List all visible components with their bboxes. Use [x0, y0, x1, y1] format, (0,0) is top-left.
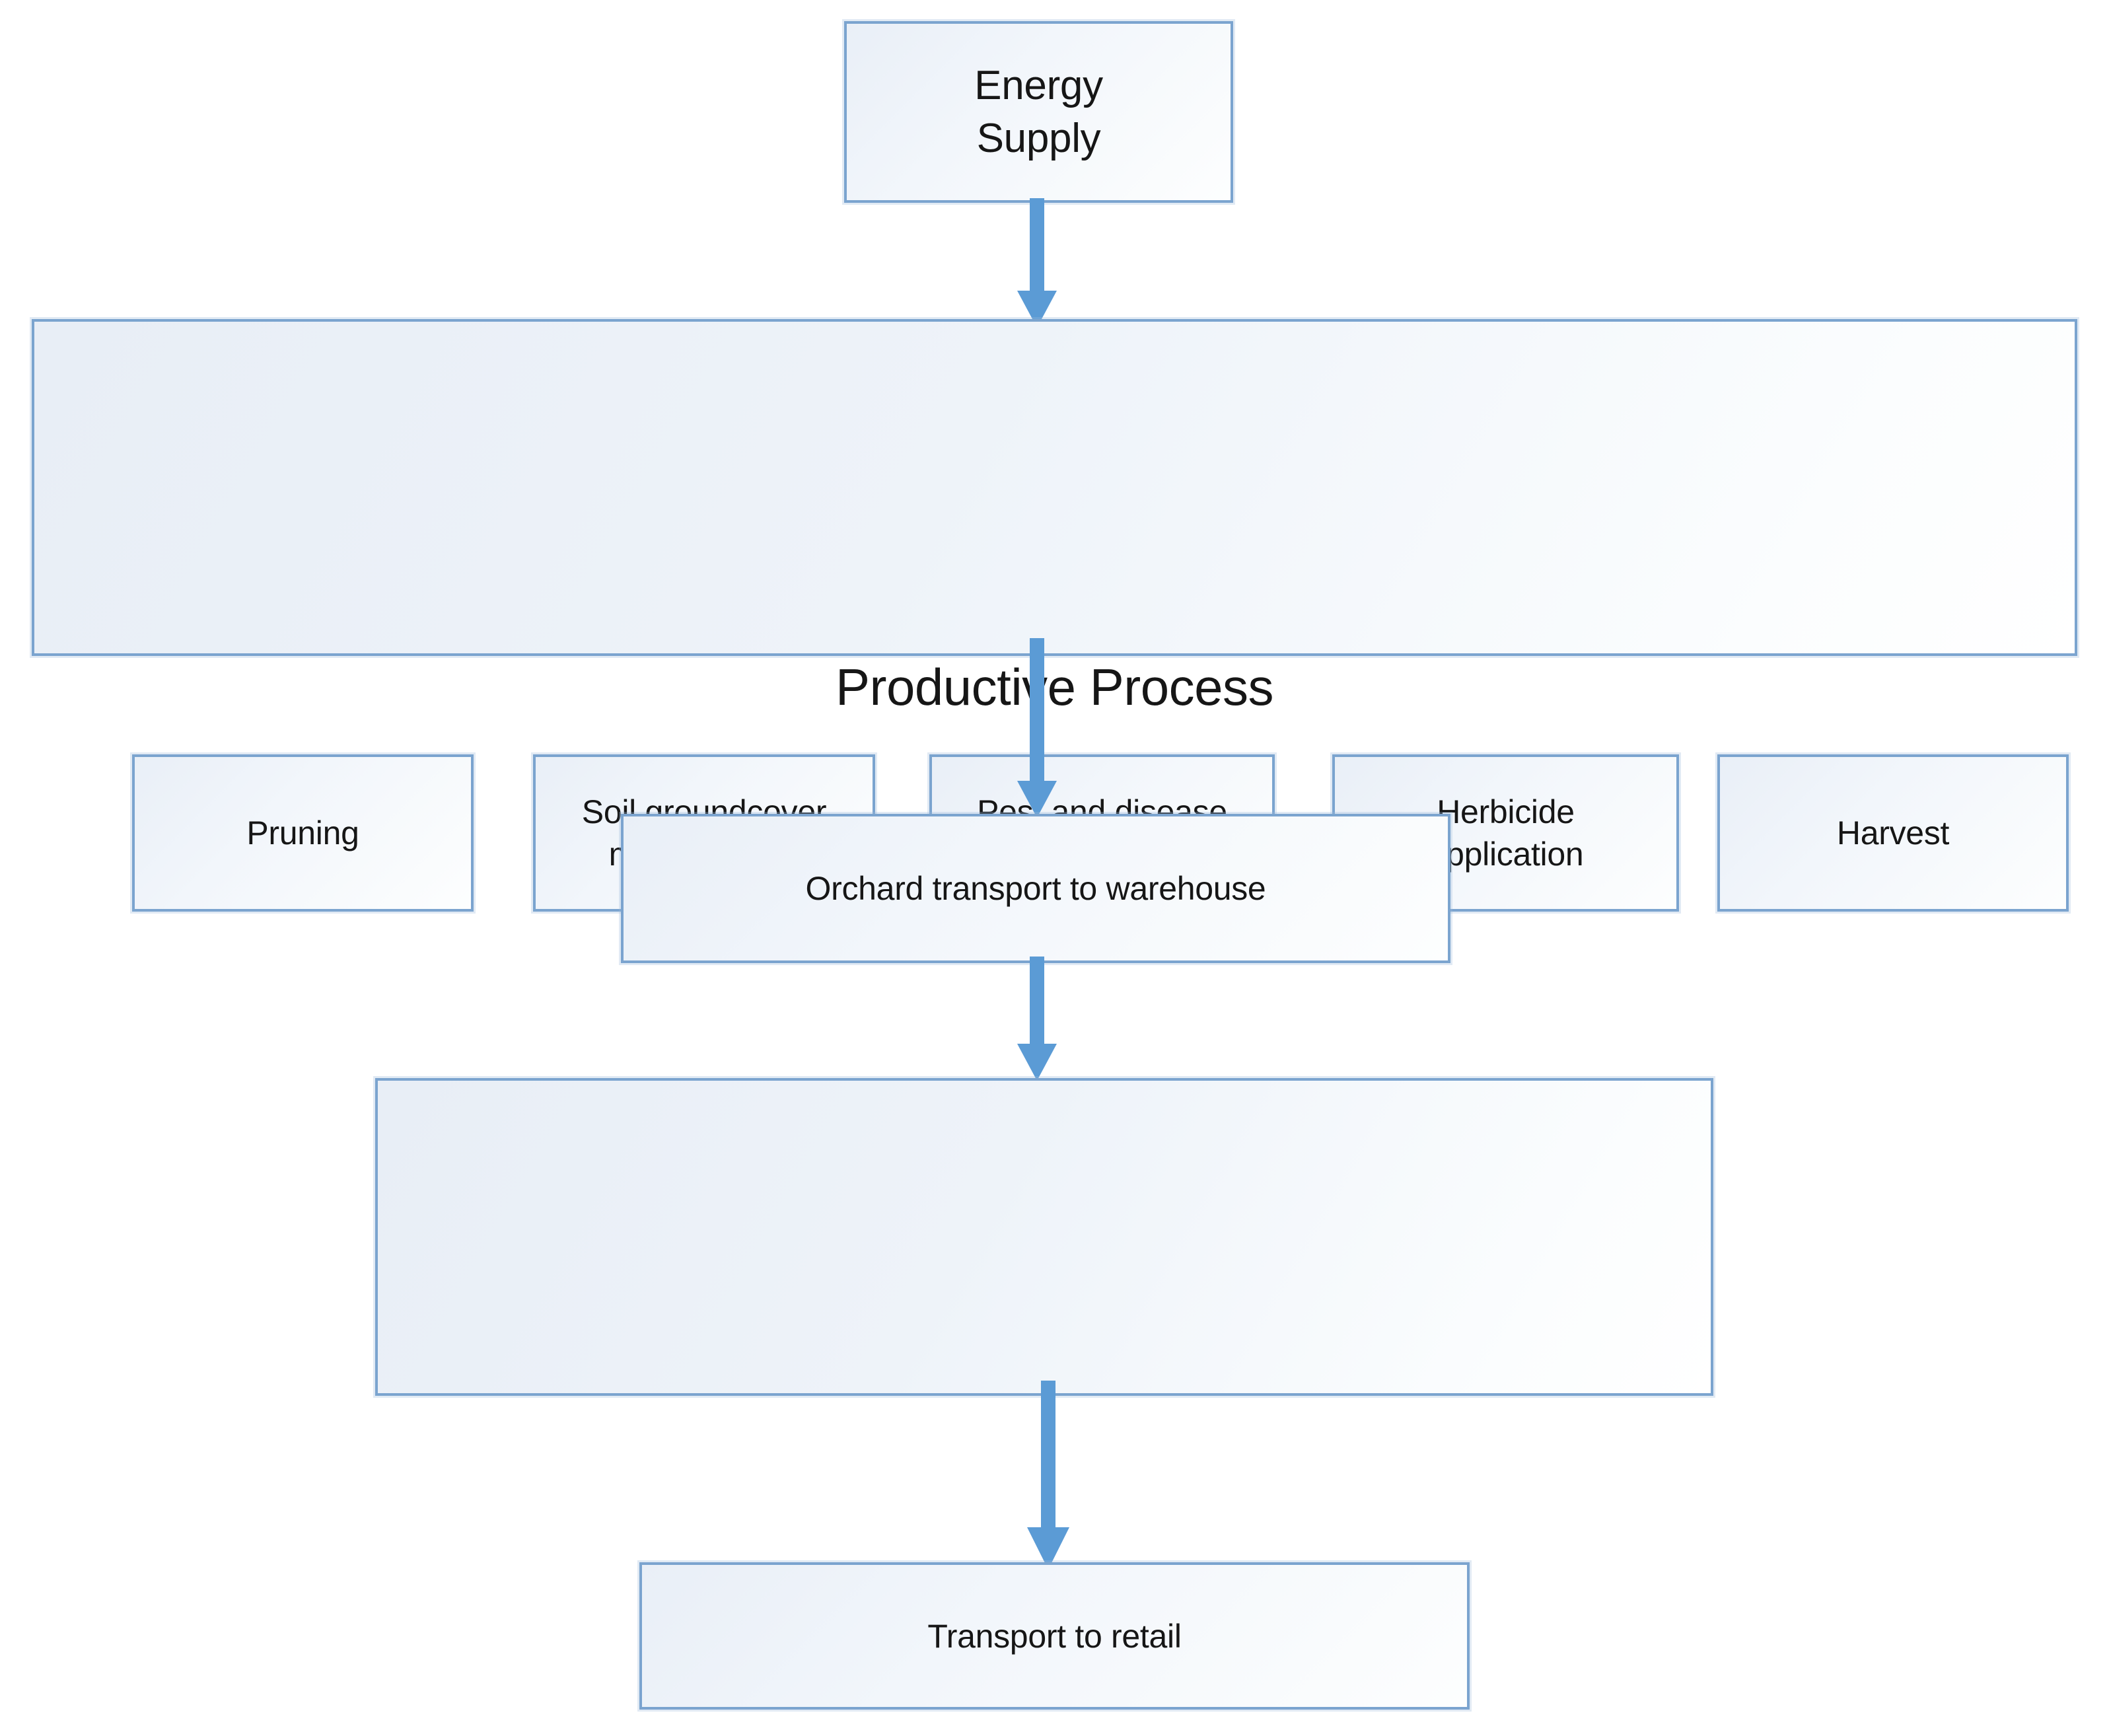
- arrow-productive-process-to-orchard-transport-icon: [1017, 638, 1057, 818]
- node-transport-to-retail: Transport to retail: [639, 1562, 1470, 1710]
- node-pruning-label: Pruning: [246, 814, 359, 851]
- node-transport-to-retail-label: Transport to retail: [927, 1617, 1182, 1655]
- arrow-post-harvest-to-transport-retail-icon: [1027, 1381, 1069, 1570]
- node-harvest: Harvest: [1717, 754, 2069, 912]
- group-productive-process-title: Productive Process: [836, 658, 1273, 716]
- group-productive-process: Productive Process Pruning Soil groundco…: [32, 319, 2077, 912]
- arrow-orchard-transport-to-post-harvest-icon: [1017, 957, 1057, 1081]
- node-pruning: Pruning: [132, 754, 474, 912]
- node-orchard-transport-to-warehouse: Orchard transport to warehouse: [621, 814, 1450, 963]
- group-post-harvest: Post-Harvest Storage Calibration Packagi…: [375, 1078, 1713, 1396]
- node-orchard-transport-to-warehouse-label: Orchard transport to warehouse: [805, 870, 1266, 907]
- node-harvest-label: Harvest: [1836, 814, 1950, 851]
- arrow-energy-supply-to-productive-process-icon: [1017, 198, 1057, 328]
